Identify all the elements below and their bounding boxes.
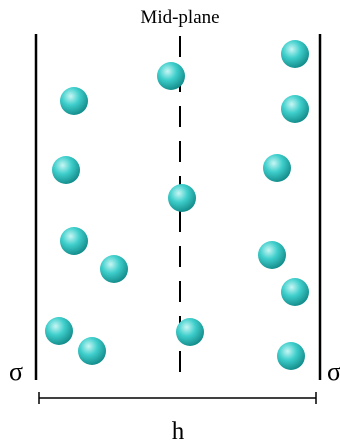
ion [157,62,185,90]
sigma-right-label: σ [327,357,340,386]
ion [60,227,88,255]
ion [277,342,305,370]
ion [281,278,309,306]
ion [78,337,106,365]
sigma-left-label: σ [9,357,23,386]
midplane-label: Mid-plane [140,7,219,28]
ion [281,40,309,68]
ion [258,241,286,269]
ion [168,184,196,212]
h-label: h [172,418,185,445]
ion [176,318,204,346]
ion [52,156,80,184]
width-bracket [38,392,317,404]
ion [45,317,73,345]
ions [45,40,309,370]
ion [100,255,128,283]
ion [60,87,88,115]
ion [281,95,309,123]
ion [263,154,291,182]
